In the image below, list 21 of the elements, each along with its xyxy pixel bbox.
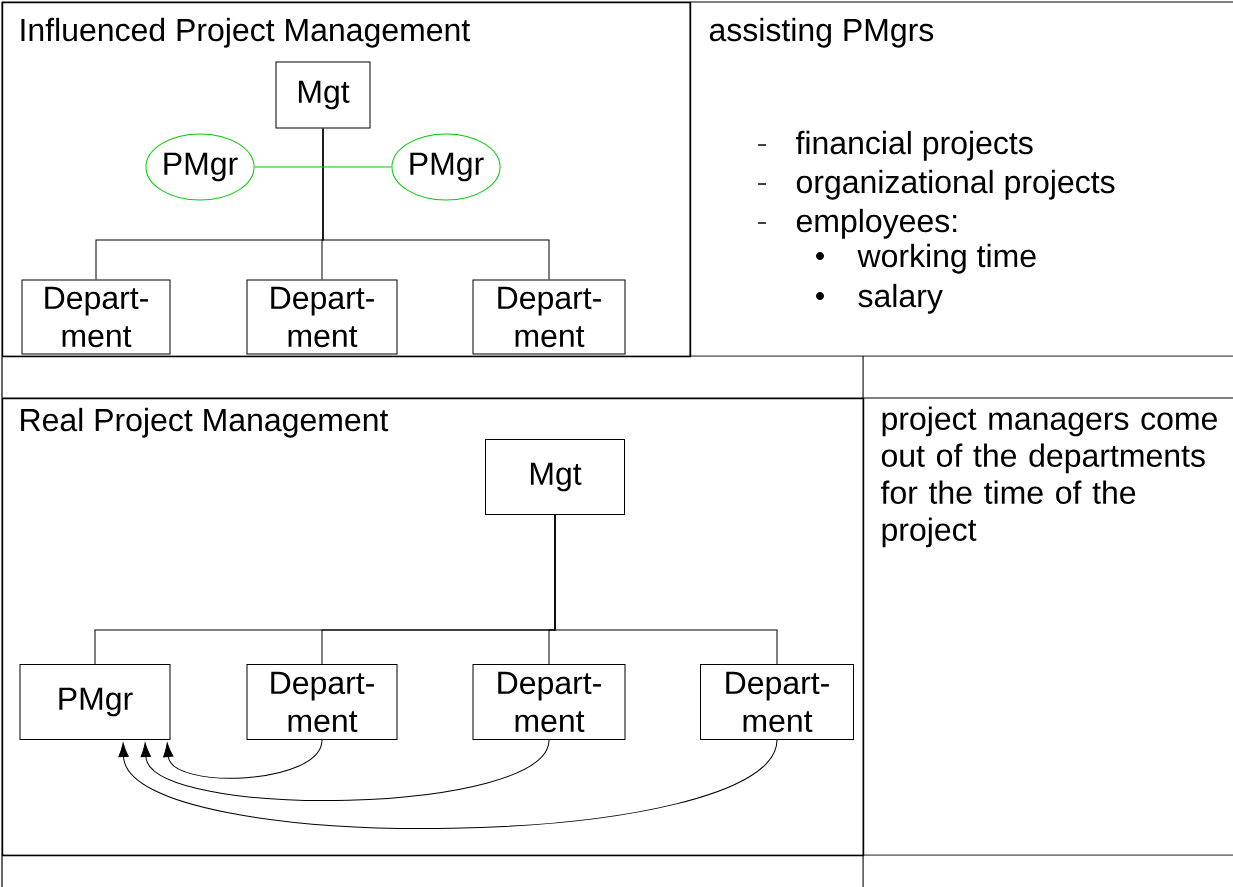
note-text: project managers come out of the departments for the time of the project	[880, 406, 1217, 548]
curved-arrow	[163, 739, 323, 779]
list-text: working time	[857, 243, 1036, 274]
org-box: Depart- ment	[21, 279, 171, 355]
org-box: Mgt	[275, 61, 371, 129]
list-text: employees:	[796, 208, 957, 239]
org-box: PMgr	[19, 664, 171, 740]
org-box: Depart- ment	[246, 664, 398, 740]
list-text: financial projects	[795, 130, 1033, 161]
connector-line	[322, 128, 550, 280]
org-box: Depart- ment	[246, 279, 398, 355]
list-text: organizational projects	[796, 169, 1115, 200]
org-box: Depart- ment	[472, 664, 626, 740]
connector-line	[254, 166, 392, 168]
list-text: salary	[858, 283, 943, 314]
org-box: Mgt	[485, 439, 625, 515]
list-text: assisting PMgrs	[709, 17, 934, 48]
org-box: Depart- ment	[472, 279, 626, 355]
curved-arrow	[140, 739, 550, 801]
org-box: Depart- ment	[700, 664, 854, 740]
connector-line	[554, 514, 778, 665]
